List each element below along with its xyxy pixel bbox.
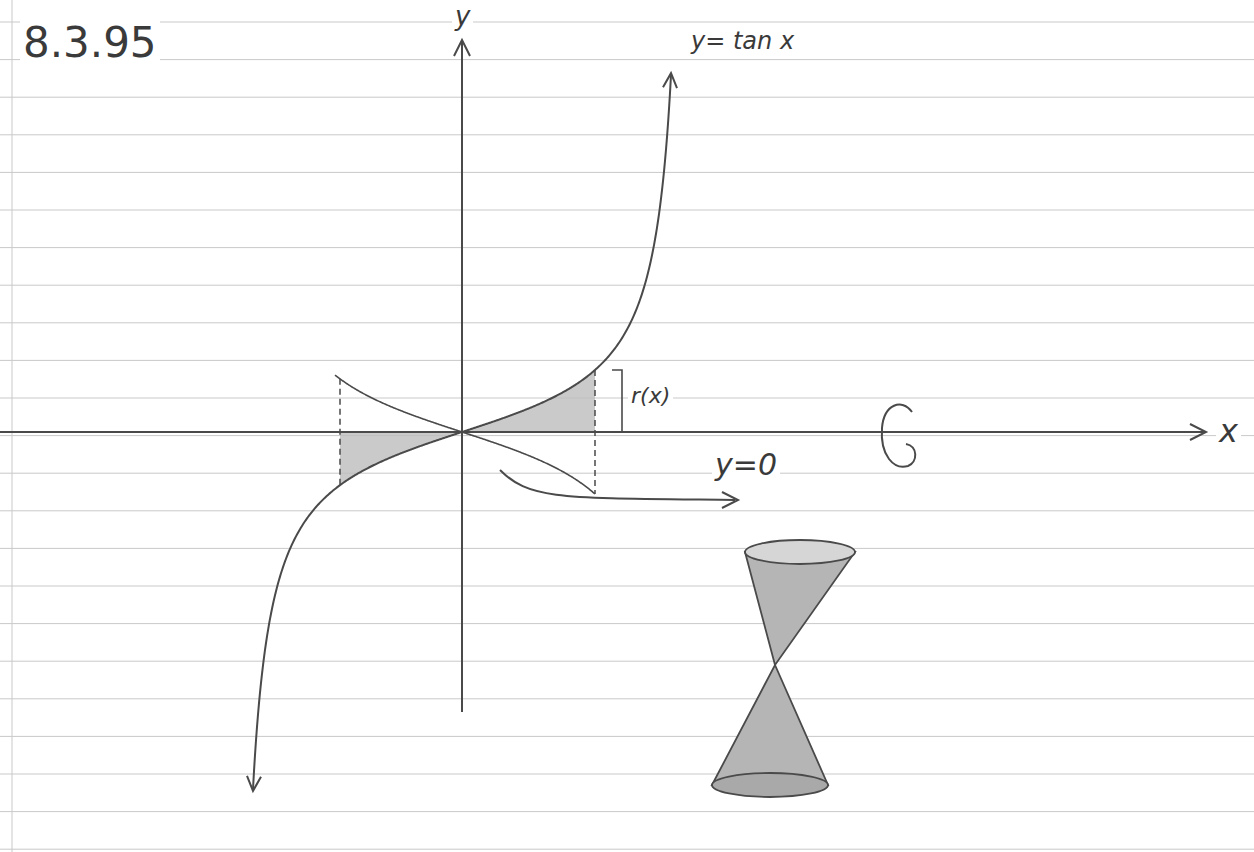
ruled-line <box>0 134 1254 135</box>
dashed-bound <box>594 370 596 494</box>
margin-line <box>12 0 13 852</box>
ruled-line <box>0 435 1254 436</box>
axis-label: y <box>452 2 473 31</box>
axes <box>0 40 1206 712</box>
ruled-line <box>0 849 1254 850</box>
axis-label: x <box>1216 414 1241 449</box>
ruled-line <box>0 398 1254 399</box>
ruled-line <box>0 586 1254 587</box>
dashed-bound <box>339 379 341 485</box>
ruled-line <box>0 811 1254 812</box>
tan-curve <box>253 75 671 789</box>
ruled-line <box>0 548 1254 549</box>
pointer-arrow <box>500 470 735 500</box>
axis-equation: y=0 <box>712 448 780 481</box>
ruled-line <box>0 661 1254 662</box>
ruled-line <box>0 698 1254 699</box>
radius-label: r(x) <box>628 384 673 408</box>
ruled-line <box>0 285 1254 286</box>
ruled-line <box>0 210 1254 211</box>
ruled-line <box>0 360 1254 361</box>
shaded-region <box>340 432 462 485</box>
curve-arrowhead <box>247 776 261 791</box>
date-heading: 8.3.95 <box>20 20 160 66</box>
shaded-region <box>462 370 595 432</box>
ruled-line <box>0 736 1254 737</box>
ruled-line <box>0 22 1254 23</box>
reflected-curve <box>335 375 462 432</box>
ruled-line <box>0 247 1254 248</box>
ruled-line <box>0 322 1254 323</box>
ruled-lines <box>0 22 1254 849</box>
ruled-line <box>0 510 1254 511</box>
radius-bracket <box>612 370 622 432</box>
ruled-line <box>0 97 1254 98</box>
ruled-line <box>0 473 1254 474</box>
rotation-symbol <box>882 405 915 467</box>
ruled-line <box>0 623 1254 624</box>
ruled-line <box>0 172 1254 173</box>
solid-of-revolution <box>712 540 855 797</box>
ruled-line <box>0 59 1254 60</box>
pointer-arrowhead <box>722 492 738 508</box>
curve-arrowhead <box>663 73 677 88</box>
ruled-line <box>0 774 1254 775</box>
curve-label: y= tan x <box>688 28 797 54</box>
reflected-curve <box>462 432 595 494</box>
